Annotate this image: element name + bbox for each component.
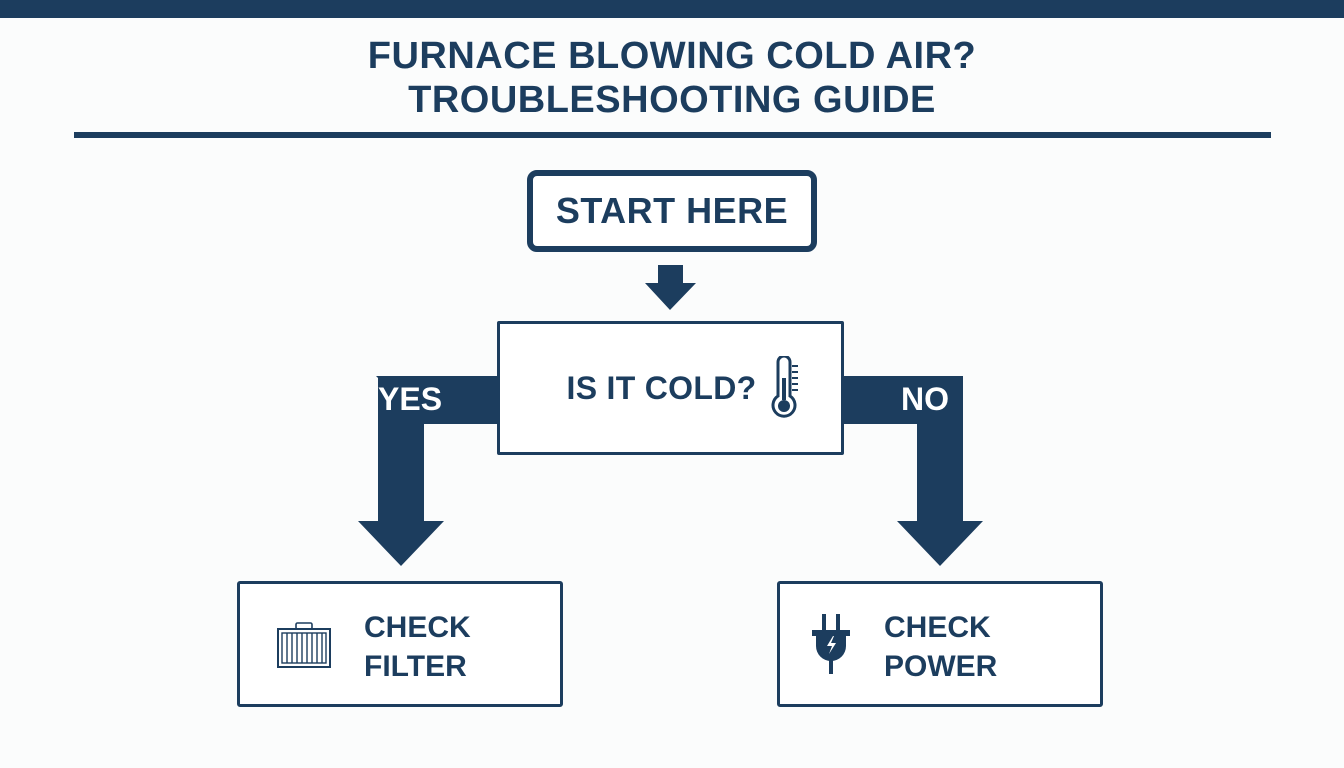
check-filter-label: CHECK FILTER bbox=[364, 608, 471, 686]
no-branch-arrow bbox=[843, 376, 983, 566]
check-filter-line-1: CHECK bbox=[364, 611, 471, 644]
yes-branch-arrow bbox=[358, 376, 498, 566]
start-here-node: START HERE bbox=[527, 170, 817, 252]
decision-label: IS IT COLD? bbox=[566, 369, 757, 406]
down-arrow-start bbox=[645, 265, 696, 310]
check-power-node: CHECK POWER bbox=[777, 581, 1103, 707]
yes-branch-label: YES bbox=[378, 381, 443, 417]
thermometer-icon bbox=[771, 356, 799, 418]
title-line-2: TROUBLESHOOTING GUIDE bbox=[408, 79, 936, 121]
start-here-label: START HERE bbox=[555, 190, 789, 231]
check-filter-node: CHECK FILTER bbox=[237, 581, 563, 707]
check-power-label: CHECK POWER bbox=[884, 608, 997, 686]
check-filter-line-2: FILTER bbox=[364, 650, 467, 683]
page-title: FURNACE BLOWING COLD AIR? TROUBLESHOOTIN… bbox=[0, 34, 1344, 122]
top-banner-bar bbox=[0, 0, 1344, 18]
air-filter-icon bbox=[277, 622, 331, 668]
check-power-line-2: POWER bbox=[884, 650, 998, 683]
title-line-1: FURNACE BLOWING COLD AIR? bbox=[367, 35, 977, 77]
no-branch-label: NO bbox=[901, 381, 949, 417]
check-power-line-1: CHECK bbox=[884, 611, 991, 644]
title-divider bbox=[74, 132, 1271, 138]
decision-node-is-it-cold: IS IT COLD? bbox=[497, 321, 844, 455]
power-plug-icon bbox=[812, 614, 850, 674]
